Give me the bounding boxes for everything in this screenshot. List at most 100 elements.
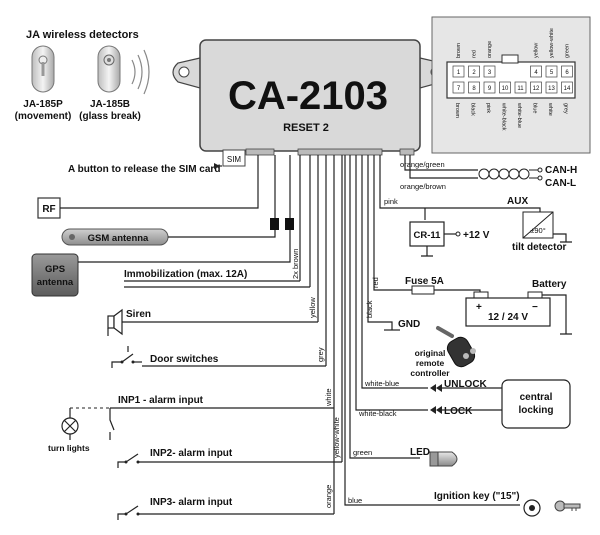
pinout-bottom-label: white-blue — [516, 102, 522, 128]
wire-black: black — [365, 300, 374, 318]
connector-pin — [514, 81, 527, 94]
pinout-bottom-label: pink — [485, 103, 491, 113]
wire-white-blue: white-blue — [364, 379, 399, 388]
connector-pin — [468, 65, 480, 78]
gps-label-line2: antenna — [37, 277, 74, 288]
pinout-bottom-label: white-black — [501, 102, 507, 131]
connector-pin — [483, 81, 496, 94]
pinout-top-label: red — [472, 50, 478, 58]
connector-pin-number: 5 — [550, 70, 554, 76]
turn-lights-icon — [61, 408, 79, 440]
antenna-wires — [60, 155, 294, 263]
wire-blue: blue — [348, 496, 362, 505]
connector-pin-number: 10 — [502, 86, 509, 92]
connector-pin — [561, 81, 573, 94]
ja-185b-model: JA-185B — [90, 99, 130, 110]
tilt-detector: ±90° — [522, 211, 572, 243]
lock-label: LOCK — [444, 406, 473, 417]
pinout-bottom-label: black — [470, 103, 476, 116]
sim-button-label: A button to release the SIM card — [68, 164, 220, 175]
wire-yellow: yellow — [308, 297, 317, 318]
remote-label-line1: original — [415, 348, 446, 358]
can-h-label: CAN-H — [545, 165, 577, 176]
connector-pin-number: 12 — [533, 86, 540, 92]
wireless-detectors: JA wireless detectors JA-185P (movement)… — [15, 29, 150, 122]
pinout-top-label: yellow-white — [549, 28, 555, 58]
connector-pin-number: 1 — [457, 70, 461, 76]
wire-white: white — [324, 388, 333, 407]
gps-label-line1: GPS — [45, 264, 65, 275]
wire-green: green — [353, 448, 372, 457]
cr-11-module: CR-11 — [409, 221, 445, 247]
wireless-signal-icon — [131, 49, 150, 95]
ja-185b-description: (glass break) — [79, 111, 141, 122]
connector-pin-number: 14 — [564, 86, 571, 92]
inp1-switch-wire — [109, 408, 115, 440]
siren-icon — [107, 308, 123, 336]
sim-slot: SIM — [222, 149, 246, 167]
inp2-label: INP2- alarm input — [150, 448, 233, 459]
inp3-switch-icon — [117, 505, 140, 520]
harness-wires — [299, 155, 541, 514]
inp3-label: INP3- alarm input — [150, 497, 233, 508]
pinout-bottom-label: grey — [563, 103, 569, 114]
connector-pin-number: 8 — [472, 86, 476, 92]
battery-voltage: 12 / 24 V — [488, 312, 528, 323]
pinout-top-label: yellow — [534, 43, 540, 58]
connector-pin-number: 2 — [472, 70, 476, 76]
central-locking-box: central locking — [501, 379, 571, 429]
wire-orange: orange — [324, 485, 333, 508]
connector-pin-number: 3 — [488, 70, 492, 76]
wire-orange-brown: orange/brown — [400, 182, 446, 191]
pinout-bottom-label: brown — [454, 103, 460, 118]
connector-pin — [499, 81, 511, 94]
wire-2x-brown: 2x brown — [291, 249, 300, 279]
connector-pin-number: 7 — [457, 86, 461, 92]
ignition-key-icon — [523, 499, 581, 517]
unit-model: CA-2103 — [228, 74, 388, 118]
wire-yellow-white: yellow-white — [332, 417, 341, 458]
led-label: LED — [410, 447, 430, 458]
remote-label-line3: controller — [410, 368, 450, 378]
unlock-arrows — [430, 384, 442, 392]
rf-module: RF — [37, 197, 61, 219]
fuse-wire — [434, 289, 481, 296]
pinout-top-label: green — [565, 44, 571, 58]
connector-pin — [483, 65, 496, 78]
pinout-bottom-label: white — [547, 102, 553, 116]
sim-label: SIM — [227, 155, 242, 164]
ja-185b-detector-icon — [97, 45, 121, 93]
siren-label: Siren — [126, 309, 151, 320]
battery-label: Battery — [532, 279, 567, 290]
turn-lights-label: turn lights — [48, 443, 90, 453]
connector-pin — [452, 81, 465, 94]
inp1-label: INP1 - alarm input — [118, 395, 204, 406]
main-unit: CA-2103 RESET 2 SIM — [172, 39, 448, 167]
ja-185p-detector-icon — [31, 45, 55, 93]
aux-label: AUX — [507, 196, 528, 207]
unit-reset-label: RESET 2 — [283, 122, 329, 134]
connector-pin — [545, 81, 558, 94]
can-twisted-pair — [478, 167, 543, 181]
connector-pin-number: 11 — [517, 86, 524, 92]
pinout-bottom-label: blue — [532, 103, 538, 113]
connector-pin-number: 6 — [565, 70, 569, 76]
battery-icon: + − — [465, 291, 572, 335]
cr-11-ground — [421, 246, 433, 257]
immobilization-label: Immobilization (max. 12A) — [124, 269, 247, 280]
gsm-antenna-label: GSM antenna — [88, 233, 149, 244]
wire-orange-green: orange/green — [400, 160, 445, 169]
cr-11-label: CR-11 — [414, 230, 442, 241]
gsm-antenna: GSM antenna — [61, 228, 169, 246]
svg-text:−: − — [532, 302, 538, 313]
connector-pin-number: 13 — [548, 86, 555, 92]
pinout-top-label: brown — [456, 43, 462, 58]
inp2-switch-icon — [117, 453, 140, 468]
tilt-value: ±90° — [530, 226, 545, 235]
wire-red: red — [371, 277, 380, 288]
connector-pin-number: 4 — [534, 70, 538, 76]
connector-pin — [545, 65, 558, 78]
led-icon — [429, 451, 458, 467]
wire-pink: pink — [384, 197, 398, 206]
